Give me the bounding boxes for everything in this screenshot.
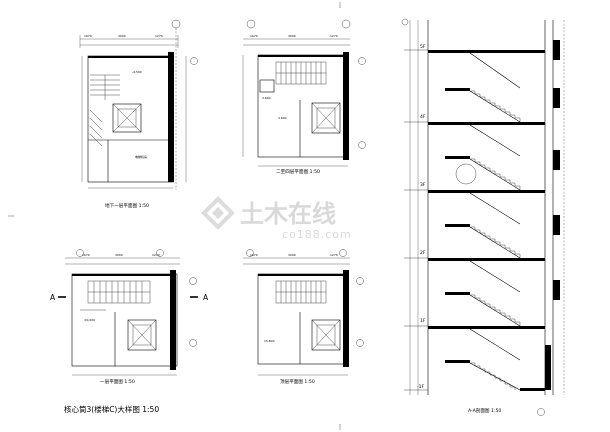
section-mark-left: A	[50, 293, 56, 302]
svg-text:3000: 3000	[288, 253, 296, 257]
svg-text:1270: 1270	[152, 253, 160, 257]
svg-text:3000: 3000	[288, 34, 296, 38]
plan-typical: 1670 3000 1270 3.600 3.600 二至四层平面图 1:50	[242, 19, 366, 175]
svg-text:3000: 3000	[115, 253, 123, 257]
plan-title-first: 一层平面图 1:50	[100, 379, 135, 385]
floor-label-3f: 3F	[420, 182, 426, 188]
floor-label-1f: 1F	[420, 318, 426, 324]
svg-text:1670: 1670	[82, 253, 90, 257]
plan-first: 1670 3000 1270 A A ±0.000 一层平面图 1:50	[50, 249, 209, 385]
elevation-typical: 3.600	[262, 96, 271, 100]
watermark: 土木在线 co188.com	[201, 196, 352, 241]
svg-text:1270: 1270	[330, 34, 338, 38]
svg-text:1670: 1670	[250, 253, 258, 257]
section-title: A-A剖面图 1:50	[468, 407, 501, 414]
elevation-roof: 15.600	[264, 339, 275, 343]
plan-title-typical: 二至四层平面图 1:50	[276, 169, 320, 175]
watermark-logo-icon	[201, 196, 235, 230]
room-label: 电梯机房	[135, 154, 147, 159]
plan-roof: 1670 3000 1270 15.600 顶层平面图 1:50	[243, 249, 364, 385]
svg-text:1670: 1670	[250, 34, 258, 38]
section-aa: 5F 4F 3F 2F 1F -1F A-A剖面图 1:50	[401, 18, 565, 416]
svg-text:1670: 1670	[84, 34, 92, 38]
svg-text:3000: 3000	[118, 34, 126, 38]
floor-label-5f: 5F	[420, 44, 426, 50]
elevation-first: ±0.000	[84, 318, 95, 322]
elevation-basement: -4.500	[132, 70, 142, 74]
svg-text:3.600: 3.600	[278, 116, 287, 120]
floor-label-2f: 2F	[420, 250, 426, 256]
watermark-en: co188.com	[282, 228, 352, 241]
plan-basement: 1670 3000 1270 电梯机房 -4.500	[79, 19, 198, 209]
section-mark-right: A	[203, 293, 209, 302]
plan-title-basement: 地下一层平面图 1:50	[105, 202, 149, 209]
plan-title-roof: 顶层平面图 1:50	[280, 379, 315, 385]
floor-label-4f: 4F	[420, 114, 426, 120]
sheet-title: 核心筒3(楼梯C)大样图 1:50	[64, 404, 159, 414]
svg-text:1270: 1270	[155, 34, 163, 38]
floor-label-b1: -1F	[417, 384, 424, 390]
watermark-cn: 土木在线	[240, 200, 336, 228]
svg-text:1270: 1270	[330, 253, 338, 257]
